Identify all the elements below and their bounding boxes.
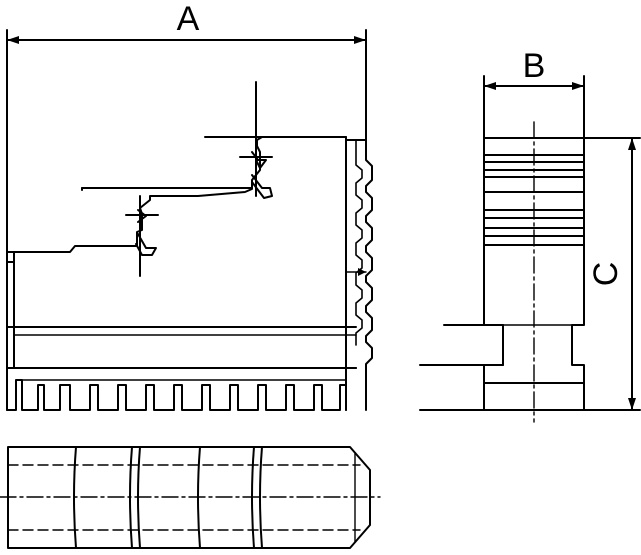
dim-b-arrow-right bbox=[572, 82, 584, 90]
plan-segment-4a bbox=[251, 446, 255, 549]
serration-outer bbox=[365, 149, 373, 411]
side-view bbox=[419, 121, 641, 423]
plan-view bbox=[0, 446, 381, 549]
plan-segment-2b bbox=[137, 446, 141, 549]
dimension-c bbox=[583, 137, 641, 411]
plan-segment-4b bbox=[259, 446, 263, 549]
dim-b-arrow-left bbox=[484, 82, 496, 90]
dim-c-arrow-top bbox=[628, 138, 636, 150]
plan-segment-3 bbox=[197, 446, 201, 549]
dim-a-label: A bbox=[177, 0, 200, 38]
front-upper-profile bbox=[6, 136, 367, 411]
bottom-teeth bbox=[6, 367, 347, 411]
dim-c-arrow-bottom bbox=[628, 398, 636, 410]
plan-outline bbox=[7, 446, 371, 549]
upper-pocket bbox=[251, 174, 273, 199]
dimension-b bbox=[483, 75, 585, 139]
dim-a-arrow-right bbox=[354, 36, 366, 44]
plan-segment-1 bbox=[73, 446, 77, 549]
dim-a-arrow-left bbox=[7, 36, 19, 44]
dimension-a bbox=[6, 29, 367, 263]
dim-b-label: B bbox=[523, 47, 546, 85]
serration-arrow bbox=[358, 268, 366, 276]
dim-c-label: C bbox=[587, 262, 625, 287]
front-view bbox=[6, 81, 373, 411]
serration-inner bbox=[355, 139, 363, 346]
plan-segment-2a bbox=[129, 446, 133, 549]
